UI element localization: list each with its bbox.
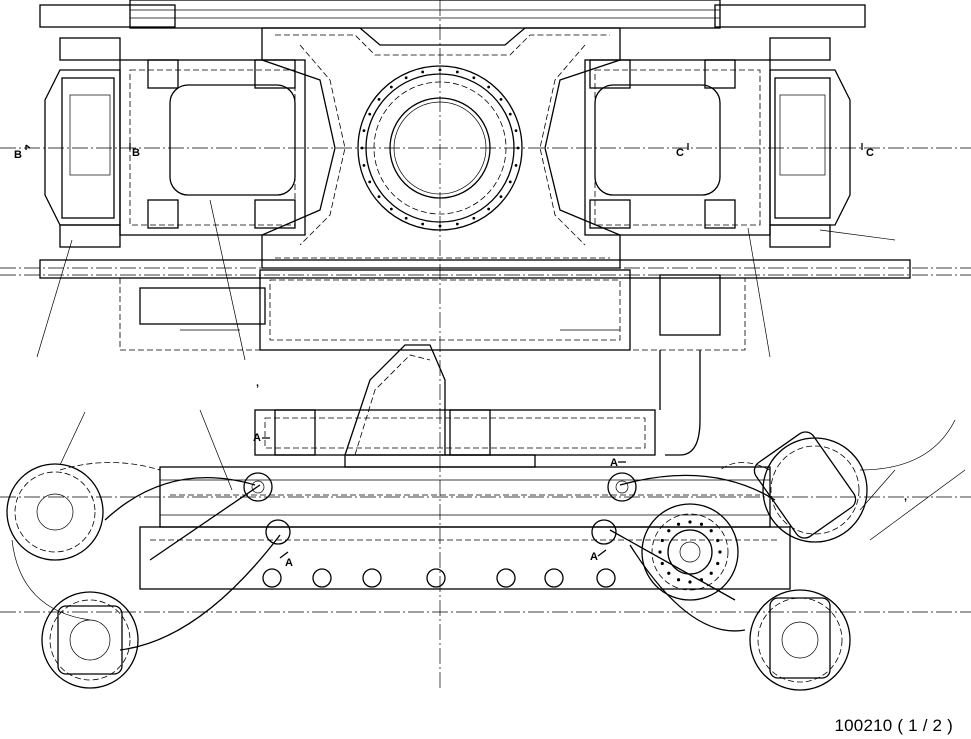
section-label-a3: A [610,457,618,469]
bolt [368,112,372,116]
section-markers: B B C C A A A A , , [14,143,907,569]
bolt [718,550,722,554]
bolt [487,85,491,89]
tick-mark-2: , [904,491,907,503]
bolt [699,578,704,582]
bolt [699,522,704,526]
bolt [709,529,713,533]
bolt [716,538,720,543]
bolt [676,578,681,582]
bolt [667,529,671,533]
bolt [389,207,393,211]
bolt [421,222,425,226]
bolt [688,520,692,524]
side-view-frame [6,344,956,691]
drawing-reference-number: 100210 ( 1 / 2 ) [834,716,953,735]
bolt [709,571,713,575]
section-label-c-right: C [866,147,874,159]
section-label-c-inner: C [676,147,684,159]
tick-mark-1: , [256,377,259,389]
bolt [658,550,662,554]
bolt [508,180,512,184]
bolt [716,561,720,566]
bolt [499,97,503,101]
section-label-a1: A [253,432,261,444]
bolt [377,97,381,101]
bolt-pattern [360,68,722,584]
bolt [377,195,381,199]
beam-holes [262,568,616,588]
bolt [514,163,518,167]
bolt [362,129,366,133]
bolt [516,146,520,150]
bolt [472,216,476,220]
bolt [455,222,459,226]
bolt [667,571,671,575]
bolt [404,76,408,80]
leader-lines [36,199,966,541]
section-label-b-inner: B [132,147,140,159]
bolt [368,180,372,184]
bolt [487,207,491,211]
bolt [508,112,512,116]
section-label-a4: A [590,551,598,563]
bolt [472,76,476,80]
bolt [676,522,681,526]
bolt [514,129,518,133]
bolt [404,216,408,220]
bolt [389,85,393,89]
bolt [660,538,664,543]
bolt [362,163,366,167]
bolt [360,146,364,150]
bolt [499,195,503,199]
bolt [421,70,425,74]
bolt [688,580,692,584]
bolt [660,561,664,566]
top-view-frame [39,0,911,351]
section-label-b-left: B [14,149,22,161]
bolt [438,68,442,72]
bolt [438,224,442,228]
bolt [455,70,459,74]
section-label-a2: A [285,557,293,569]
